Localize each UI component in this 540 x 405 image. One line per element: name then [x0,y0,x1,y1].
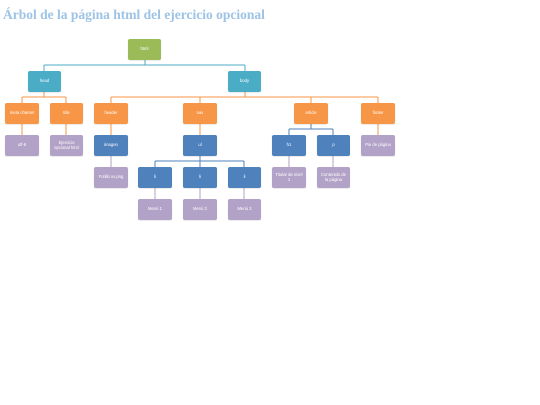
connector-leaves [110,156,334,199]
node-menu-2: Menú 2 [183,199,217,220]
node-menu-3: Menú 3 [228,199,261,220]
node-meta-charset: meta charset [5,103,39,124]
node-pie-pagina: Pie de página [361,135,395,156]
node-head: head [28,71,61,92]
node-contenido: Contenido de la página [317,167,350,188]
node-li-1: li [138,167,172,188]
node-ejercicio-opcional: Ejercicio opcional html [50,135,83,156]
connector-html [43,60,246,71]
node-li-3: li [228,167,261,188]
node-html: html [128,39,161,60]
connector-level2 [21,124,379,135]
node-p: p [317,135,350,156]
node-imagen: imagen [94,135,128,156]
node-body: body [228,71,261,92]
node-title: title [50,103,83,124]
node-footer: footer [361,103,395,124]
node-ul: ul [183,135,217,156]
page-title: Árbol de la página html del ejercicio op… [3,7,265,22]
node-menu-1: Menú 1 [138,199,172,220]
node-header: header [94,103,128,124]
node-utf8: utf-8 [5,135,39,156]
node-article: article [294,103,328,124]
connector-ul [154,156,245,167]
node-li-2: li [183,167,217,188]
connector-head [21,92,67,103]
connector-article [288,124,334,135]
connector-body [110,92,379,103]
node-nav: nav [183,103,217,124]
node-foto: Fotillo xx.png [94,167,128,188]
node-h1: h1 [272,135,306,156]
node-titular: Titular de nivel 1 [272,167,306,188]
